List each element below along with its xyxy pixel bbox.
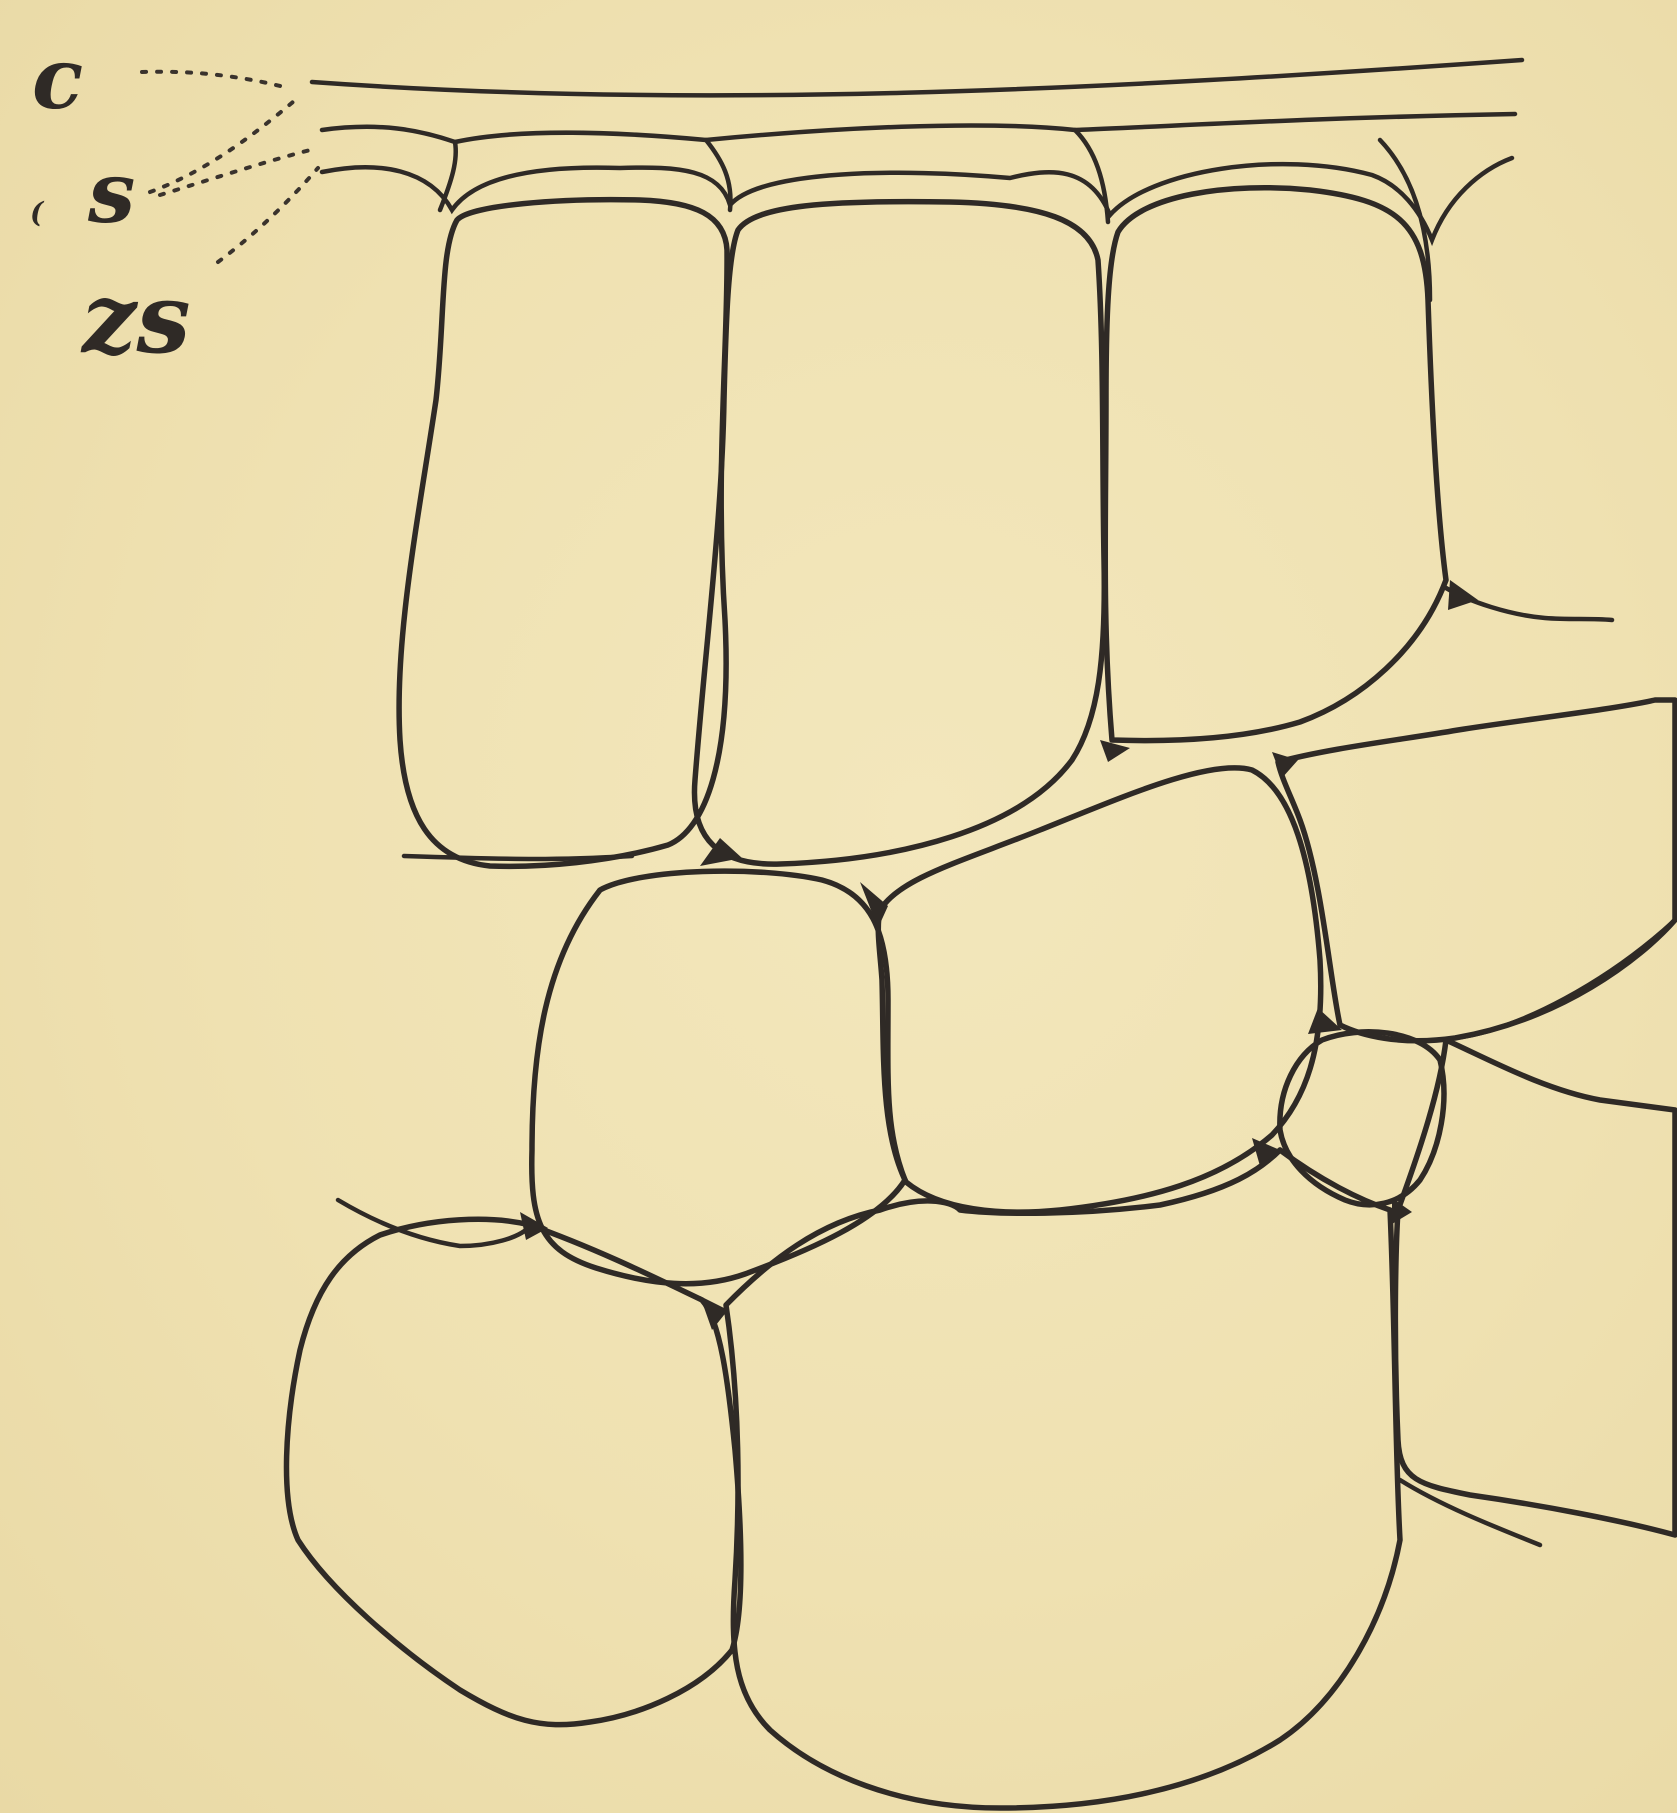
cell-lower-2 bbox=[726, 1150, 1400, 1808]
label-s-bracket: ( bbox=[30, 196, 45, 229]
cell-epidermal-3 bbox=[1105, 188, 1446, 741]
intercellular-space-3 bbox=[1100, 740, 1130, 762]
wall-stub-right-upper bbox=[1446, 588, 1612, 620]
leader-zs bbox=[218, 168, 318, 262]
outer-layer-line bbox=[322, 114, 1515, 142]
intercellular-space-5 bbox=[1448, 580, 1478, 610]
leader-c bbox=[142, 72, 288, 88]
label-c: c bbox=[32, 29, 83, 128]
leader-s-top bbox=[150, 96, 300, 192]
leader-s bbox=[160, 148, 318, 195]
intercellular-space-1 bbox=[700, 838, 742, 866]
cell-lower-1 bbox=[286, 1219, 741, 1724]
cell-lower-right-partial bbox=[1395, 1040, 1675, 1535]
wall-stub-left-upper bbox=[404, 856, 632, 859]
cell-small-round bbox=[1280, 1032, 1444, 1205]
anticlinal-wall-3 bbox=[1075, 130, 1108, 222]
wall-stub-right-edge bbox=[1455, 920, 1675, 1038]
cell-middle-1 bbox=[532, 871, 905, 1284]
anticlinal-wall-4 bbox=[1380, 140, 1430, 300]
label-s: s bbox=[87, 143, 135, 242]
wall-stub-right-lower bbox=[1400, 1480, 1540, 1545]
cell-epidermal-1 bbox=[399, 200, 727, 867]
cell-middle-3 bbox=[1278, 700, 1675, 1041]
label-zs: zs bbox=[80, 262, 191, 375]
cuticle-line bbox=[312, 60, 1522, 95]
cell-epidermal-2 bbox=[694, 202, 1104, 865]
intercellular-space-8 bbox=[700, 1296, 728, 1330]
